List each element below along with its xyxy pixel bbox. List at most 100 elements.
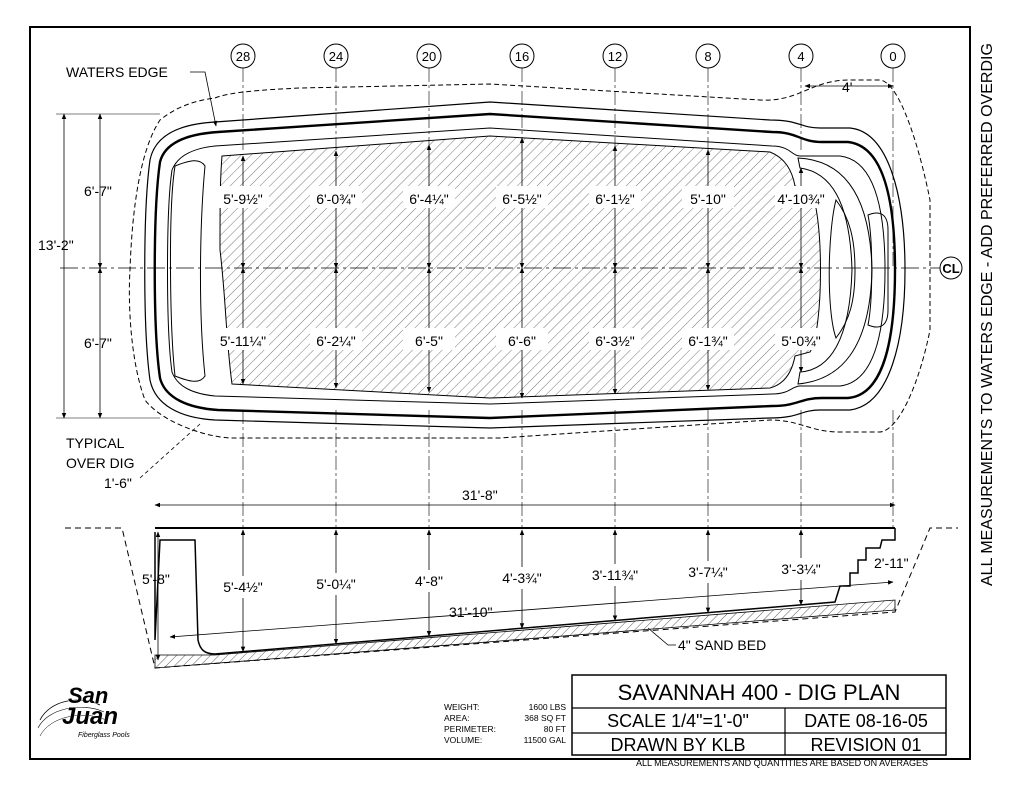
depth-label-5: 3'-7¼"	[688, 564, 728, 580]
upper-width-mask-5	[682, 186, 734, 208]
lower-width-label-5: 6'-1¾"	[688, 333, 728, 349]
upper-width-mask-6	[775, 186, 827, 208]
logo-swirl-3	[39, 715, 107, 737]
upper-width-label-2: 6'-4¼"	[409, 191, 449, 207]
logo-line-2: Juan	[62, 703, 118, 730]
upper-width-mask-2	[403, 186, 455, 208]
logo-line-1: San	[68, 683, 108, 708]
end-offset-label: 4'	[842, 79, 852, 95]
lower-width-mask-6	[775, 328, 827, 350]
waters-edge-line	[153, 112, 897, 420]
excavation-outline	[65, 527, 958, 669]
lower-width-label-4: 6'-3½"	[595, 333, 635, 349]
depth-mask-2	[401, 570, 457, 592]
depth-mask-3	[494, 567, 550, 589]
depth-mask-0	[215, 576, 271, 598]
pool-outer-shell	[144, 101, 906, 429]
station-label-24: 24	[329, 49, 343, 64]
spec-value-1: 368 SQ FT	[524, 713, 566, 723]
over-dig-note: OVER DIG	[66, 455, 134, 471]
depth-mask-6	[773, 558, 829, 580]
shallow-end-seat	[867, 212, 889, 328]
centerline-symbol	[939, 256, 963, 280]
depth-label-0: 5'-4½"	[223, 579, 263, 595]
pool-floor-hatched	[219, 135, 821, 399]
bench-outline	[167, 127, 886, 405]
drawing-title: SAVANNAH 400 - DIG PLAN	[618, 680, 901, 705]
san-juan-logo: San Juan Fiberglass Pools	[37, 683, 130, 739]
over-dig-outline	[128, 79, 931, 439]
upper-width-mask-0	[217, 186, 269, 208]
title-block-frame	[571, 674, 947, 756]
lower-width-label-6: 5'-0¾"	[781, 333, 821, 349]
upper-width-mask-4	[589, 186, 641, 208]
side-note: ALL MEASUREMENTS TO WATERS EDGE - ADD PR…	[979, 43, 996, 586]
section-view: 31'-8" 31'-10" 5'-8" 2'-11" 5'-4½" 5'-0¼"…	[65, 487, 958, 669]
spec-value-3: 11500 GAL	[524, 735, 567, 745]
depth-mask-5	[680, 561, 736, 583]
upper-width-label-3: 6'-5½"	[502, 191, 542, 207]
station-grid	[242, 68, 894, 528]
overall-length-label: 31'-8"	[462, 487, 498, 503]
upper-width-label-1: 6'-0¾"	[316, 191, 356, 207]
sheet-border	[29, 26, 971, 760]
upper-width-label-0: 5'-9½"	[223, 191, 263, 207]
depth-label-2: 4'-8"	[415, 573, 443, 589]
plan-view: CL 13'-2" 6'-7" 6'-7" 4' 5'-9½"6'-0¾"6'-…	[38, 64, 963, 528]
station-bubble-8	[695, 43, 721, 69]
station-label-20: 20	[422, 49, 436, 64]
centerline-label: CL	[942, 261, 959, 276]
station-bubble-4	[788, 43, 814, 69]
spec-label-3: VOLUME:	[444, 735, 482, 745]
station-bubble-16	[509, 43, 535, 69]
deep-end-seat	[169, 160, 206, 382]
typical-note: TYPICAL	[66, 435, 125, 451]
spec-value-0: 1600 LBS	[529, 702, 567, 712]
drawn-by-text: DRAWN BY KLB	[610, 735, 745, 755]
dim-bottom-length	[169, 580, 894, 639]
spec-value-2: 80 FT	[544, 724, 566, 734]
depth-mask-1	[308, 573, 364, 595]
footer-note: ALL MEASUREMENTS AND QUANTITIES ARE BASE…	[636, 758, 928, 768]
lower-width-mask-2	[403, 328, 455, 350]
station-bubble-20	[416, 43, 442, 69]
depth-label-3: 4'-3¾"	[502, 570, 542, 586]
depth-label-1: 5'-0¼"	[316, 576, 356, 592]
half-bottom-label: 6'-7"	[84, 335, 112, 351]
shallow-end-label: 2'-11"	[874, 555, 909, 571]
upper-width-label-6: 4'-10¾"	[777, 191, 824, 207]
scale-text: SCALE 1/4"=1'-0"	[607, 711, 749, 731]
deep-end-label: 5'-8"	[142, 571, 170, 587]
lower-width-mask-4	[589, 328, 641, 350]
sand-bed-note: 4" SAND BED	[678, 637, 766, 653]
sand-bed-leader	[647, 627, 676, 646]
depth-label-6: 3'-3¼"	[781, 561, 821, 577]
station-label-0: 0	[889, 49, 896, 64]
station-bubble-28	[230, 43, 256, 69]
upper-width-label-5: 5'-10"	[690, 191, 726, 207]
upper-width-label-4: 6'-1½"	[595, 191, 635, 207]
bottom-length-label: 31'-10"	[449, 604, 492, 620]
shallow-end-step-2	[828, 198, 856, 340]
over-dig-leader	[139, 423, 201, 479]
station-label-8: 8	[704, 49, 711, 64]
depth-dims: 5'-4½" 5'-0¼" 4'-8" 4'-3¾" 3'-11¾" 3'-7¼" 3'-3…	[215, 529, 829, 653]
upper-width-mask-3	[496, 186, 548, 208]
station-label-4: 4	[797, 49, 804, 64]
pool-profile	[154, 528, 896, 655]
lower-width-label-2: 6'-5"	[415, 333, 443, 349]
spec-label-0: WEIGHT:	[444, 702, 479, 712]
spec-label-1: AREA:	[444, 713, 470, 723]
lower-width-mask-0	[217, 328, 269, 350]
logo-swirl-1	[39, 699, 101, 721]
waters-edge-leader	[190, 71, 218, 127]
lower-width-label-3: 6'-6"	[508, 333, 536, 349]
depth-label-4: 3'-11¾"	[592, 567, 638, 583]
waters-edge-note: WATERS EDGE	[66, 64, 168, 80]
lower-widths: 5'-11¼"6'-2¼"6'-5"6'-6"6'-3½"6'-1¾"5'-0¾…	[217, 267, 827, 399]
logo-swirl-2	[37, 706, 105, 729]
